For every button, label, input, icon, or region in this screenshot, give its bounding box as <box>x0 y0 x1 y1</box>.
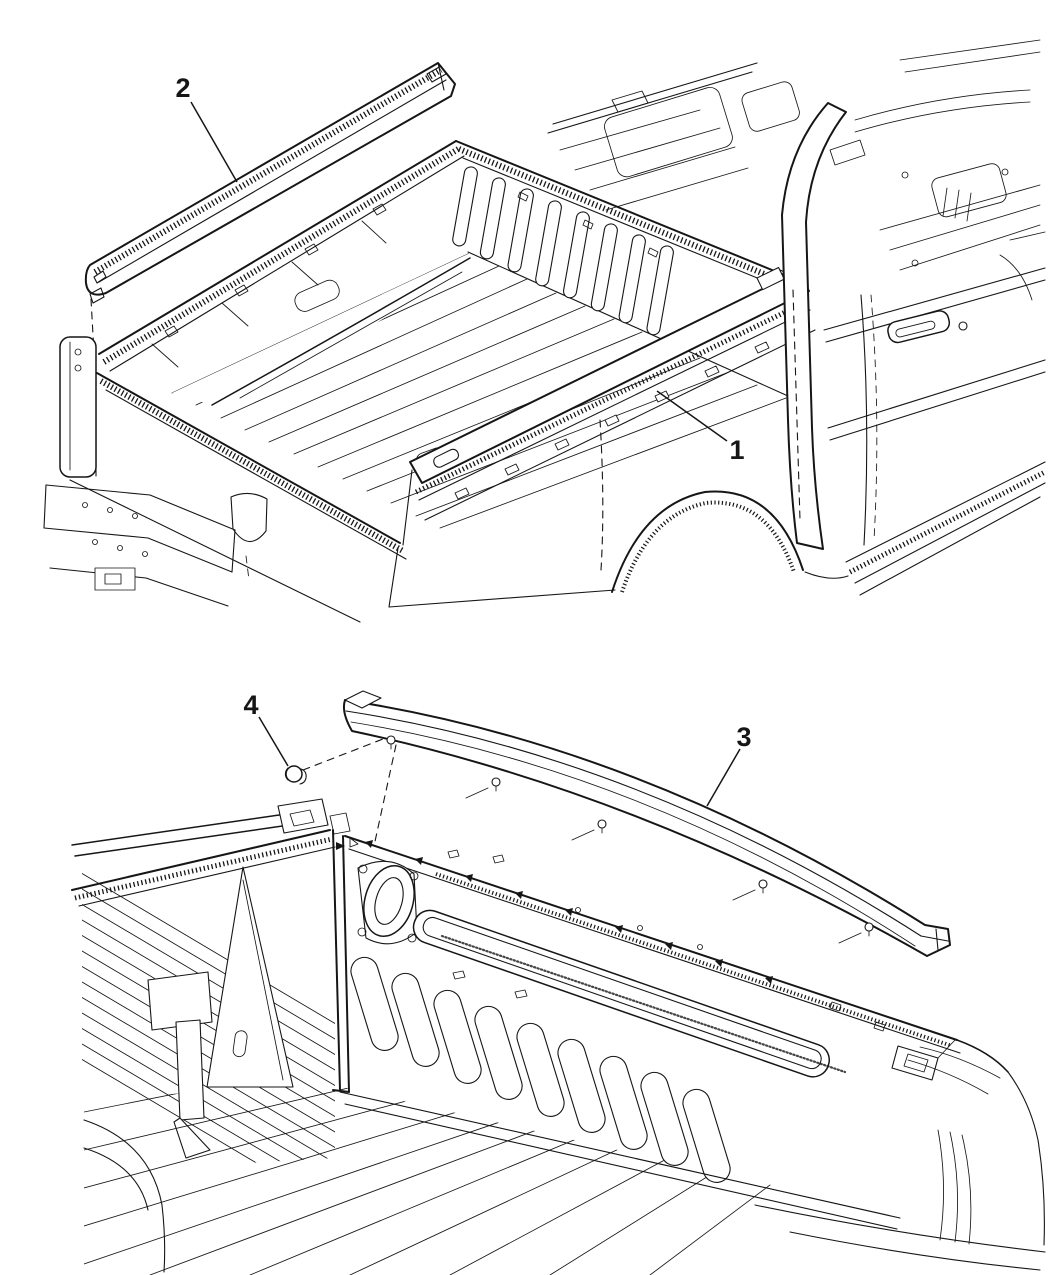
corner-post <box>332 829 350 1093</box>
cab-pillar-and-door <box>781 102 1046 550</box>
left-wheelhouse <box>172 253 471 406</box>
callout-2-leader <box>190 101 238 183</box>
callout-2-label: 2 <box>175 73 190 103</box>
ram-emblem <box>230 492 268 581</box>
part-3-rail-cap-removed <box>302 690 951 957</box>
callout-4: 4 <box>243 690 289 767</box>
figure-top: 2 1 <box>43 39 1047 623</box>
oval-stampings-row <box>350 956 731 1183</box>
callout-2: 2 <box>175 73 238 183</box>
grommet-ring <box>357 860 419 945</box>
outer-body-panel <box>907 1039 1045 1246</box>
left-side-top-rail <box>71 798 359 907</box>
rail-cap-clip-pins <box>386 735 874 944</box>
cab-interior-lines <box>547 39 1041 271</box>
long-slot <box>412 909 847 1078</box>
left-wheelhouse-bottom <box>83 1119 166 1273</box>
corrugated-front-panel <box>82 862 335 1166</box>
figure-bottom: 4 3 <box>71 690 1046 1275</box>
part-2-rail-cap-removed <box>84 62 456 372</box>
door-handle <box>887 310 968 344</box>
callout-3-leader <box>706 748 741 807</box>
callout-1-leader <box>656 390 728 442</box>
bed-front-panel <box>452 166 789 397</box>
callout-4-leader <box>258 716 289 767</box>
side-inner-panel <box>339 835 961 1230</box>
callout-1: 1 <box>656 390 745 465</box>
callout-1-label: 1 <box>729 435 744 465</box>
quarter-panel <box>388 329 1047 608</box>
rear-bumper <box>43 484 236 607</box>
callout-4-label: 4 <box>243 690 258 720</box>
taillight <box>59 336 97 478</box>
left-bed-rail <box>98 140 465 372</box>
bed-floor-ribs <box>171 252 787 529</box>
part-4-push-pin <box>284 765 307 785</box>
front-stake-pocket <box>891 1039 956 1081</box>
part-1-rail-cap-installed <box>409 266 811 501</box>
callout-3-label: 3 <box>736 722 751 752</box>
floor-crease <box>754 1204 1046 1271</box>
callout-3: 3 <box>706 722 752 807</box>
front-panel-gusset <box>147 866 294 1159</box>
